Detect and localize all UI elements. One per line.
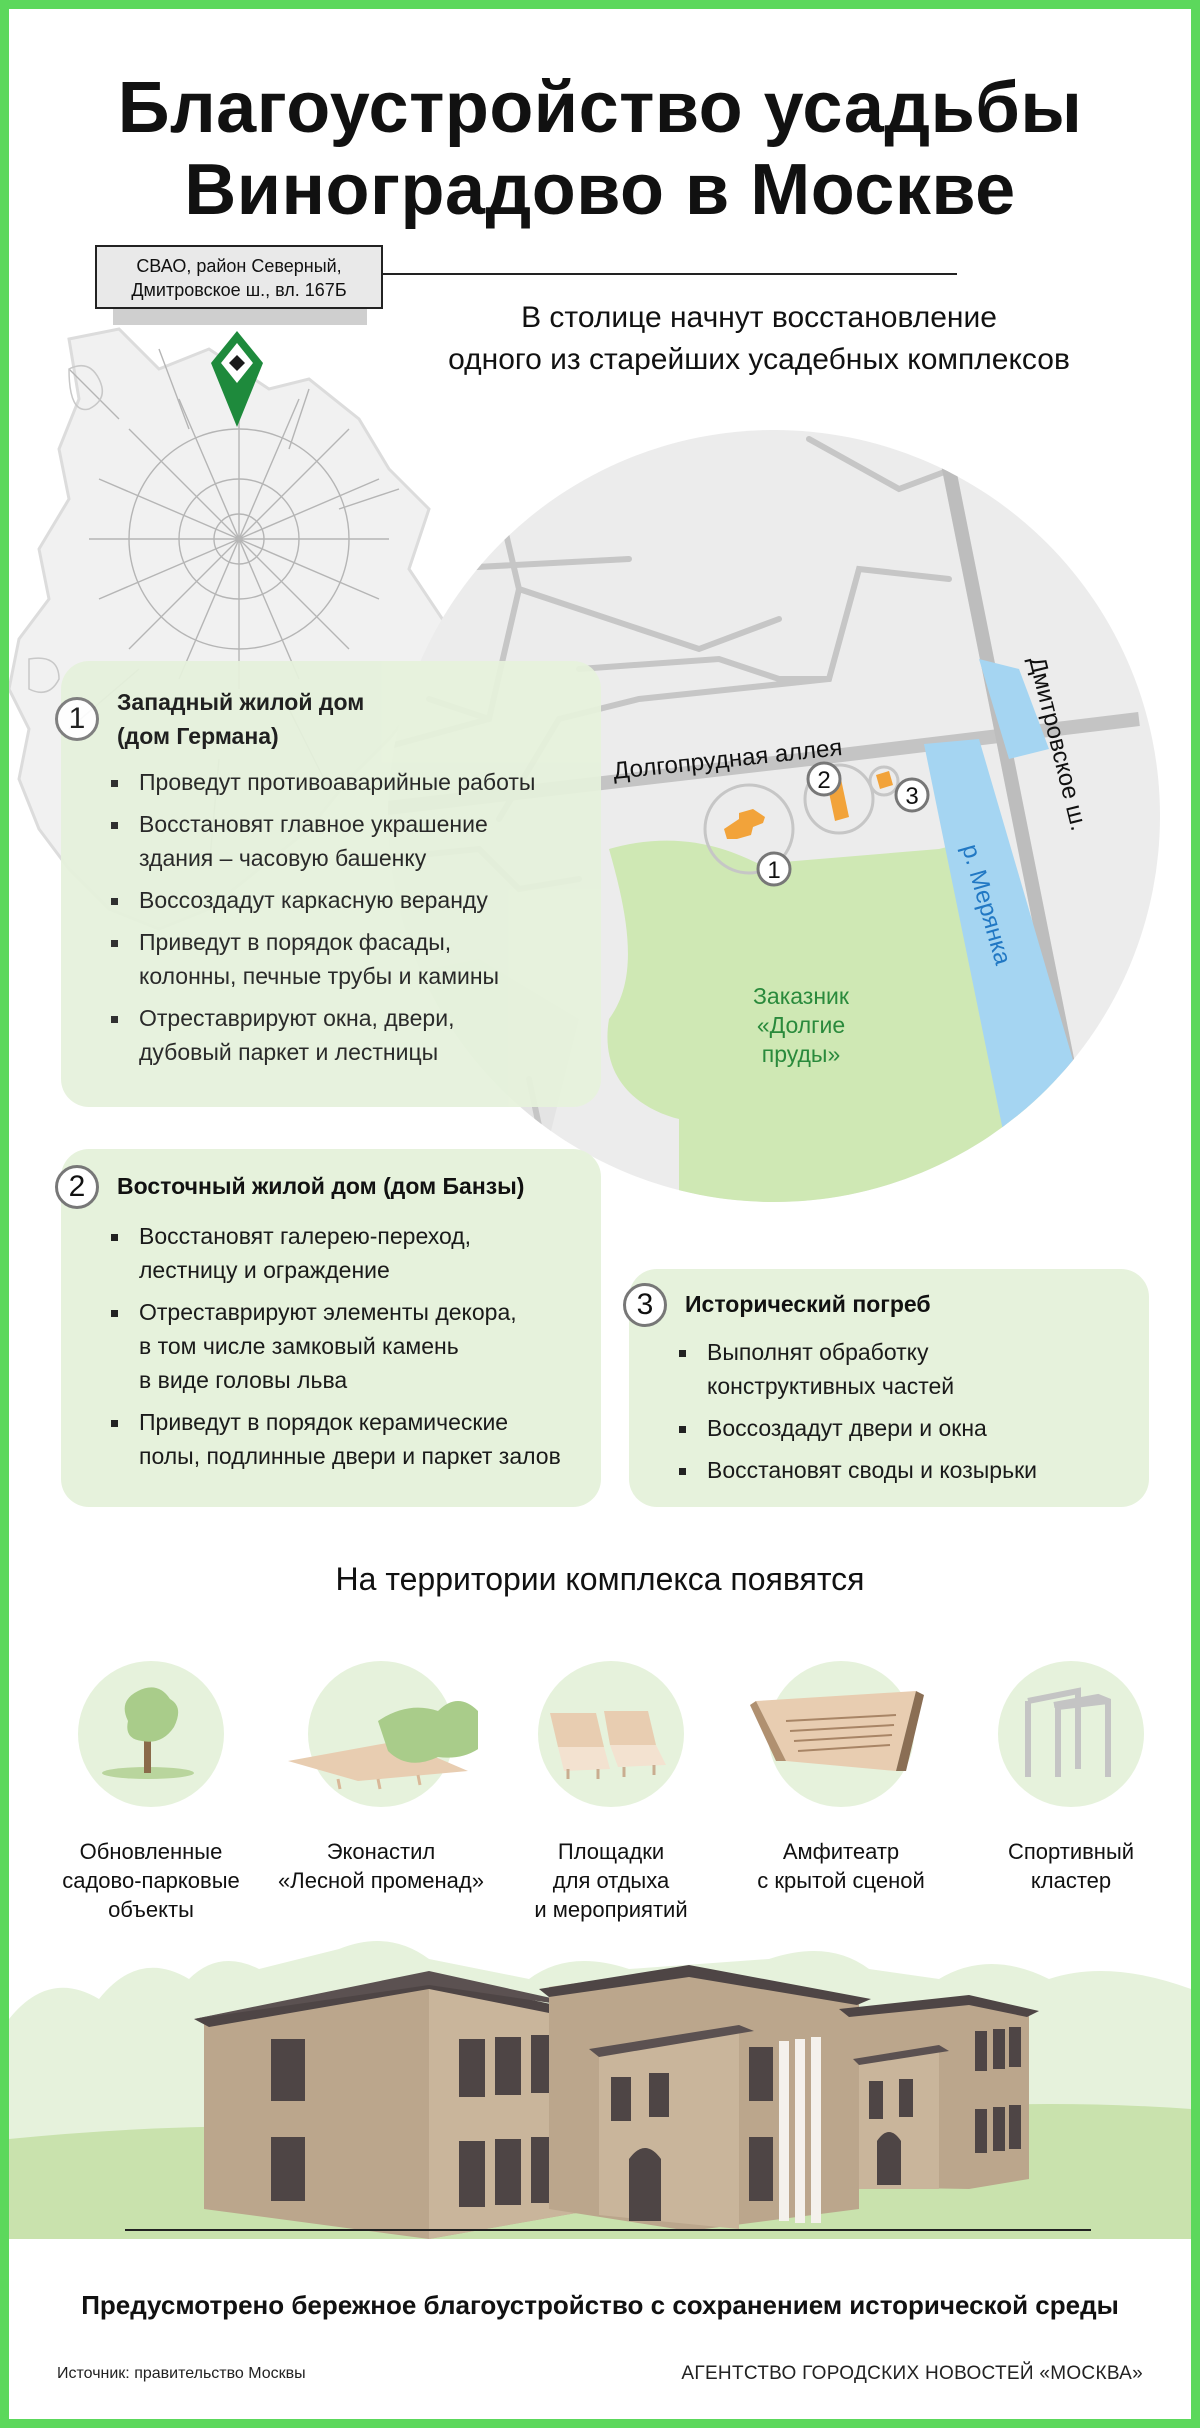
card-2-title: Восточный жилой дом (дом Банзы) — [117, 1173, 525, 1199]
feature-rest-areas: Площадки для отдыха и мероприятий — [496, 1661, 726, 1924]
reserve-label-line-2: «Долгие — [757, 1012, 845, 1038]
title-line-1: Благоустройство усадьбы — [117, 68, 1083, 148]
feature-sports: Спортивный кластер — [956, 1661, 1186, 1895]
boardwalk-icon — [288, 1661, 478, 1807]
card-3-item: Восстановят своды и козырьки — [675, 1453, 1135, 1487]
address-line-2: Дмитровское ш., вл. 167Б — [131, 280, 347, 300]
feature-rest-areas-label: Площадки для отдыха и мероприятий — [534, 1839, 688, 1922]
address-label: СВАО, район Северный, Дмитровское ш., вл… — [95, 245, 383, 309]
location-pin-icon — [211, 331, 263, 427]
feature-boardwalk-label: Эконастил «Лесной променад» — [278, 1839, 484, 1893]
card-2-list: Восстановят галерею-переход,лестницу и о… — [107, 1219, 597, 1481]
title-line-2: Виноградово в Москве — [184, 150, 1016, 230]
card-1-title-line-2: (дом Германа) — [117, 723, 279, 749]
card-1-item: Отреставрируют окна, двери,дубовый парке… — [107, 1001, 577, 1069]
feature-amphitheater: Амфитеатр с крытой сценой — [726, 1661, 956, 1895]
card-1-item: Воссоздадут каркасную веранду — [107, 883, 577, 917]
features-heading: На территории комплекса появятся — [335, 1561, 865, 1597]
subtitle-line-2: одного из старейших усадебных комплексов — [448, 343, 1070, 376]
loungers-icon — [538, 1661, 684, 1807]
card-1-list: Проведут противоаварийные работы Восстан… — [107, 765, 577, 1077]
address-box-shadow — [113, 309, 367, 325]
reserve-label-line-3: пруды» — [762, 1041, 840, 1067]
source-note: Источник: правительство Москвы — [57, 2365, 306, 2382]
reserve-label: Заказник «Долгие пруды» — [753, 983, 850, 1067]
footer-statement: Предусмотрено бережное благоустройство с… — [81, 2290, 1119, 2320]
card-2-item: Отреставрируют элементы декора,в том чис… — [107, 1295, 597, 1397]
sports-frame-icon — [998, 1661, 1144, 1807]
feature-sports-label: Спортивный кластер — [1007, 1839, 1135, 1893]
card-1-item: Проведут противоаварийные работы — [107, 765, 577, 799]
card-3-title: Исторический погреб — [685, 1291, 931, 1317]
subtitle: В столице начнут восстановление одного и… — [389, 297, 1129, 381]
card-1-number: 1 — [55, 697, 99, 741]
map-marker-2-label: 2 — [817, 767, 830, 794]
card-cellar: 3 Исторический погреб Выполнят обработку… — [623, 1269, 1149, 1507]
map-marker-1-label: 1 — [767, 857, 780, 884]
feature-boardwalk: Эконастил «Лесной променад» — [266, 1661, 496, 1895]
map-marker-3: 3 — [894, 777, 930, 813]
subtitle-line-1: В столице начнут восстановление — [521, 301, 997, 334]
reserve-label-line-1: Заказник — [753, 983, 850, 1009]
address-divider — [383, 273, 957, 275]
map-marker-3-label: 3 — [905, 783, 918, 810]
tree-icon — [78, 1661, 224, 1807]
card-1-item: Приведут в порядок фасады,колонны, печны… — [107, 925, 577, 993]
map-marker-1: 1 — [756, 851, 792, 887]
feature-garden: Обновленные садово-парковые объекты — [36, 1661, 266, 1924]
card-1-title-line-1: Западный жилой дом — [117, 689, 365, 715]
feature-amphitheater-label: Амфитеатр с крытой сценой — [757, 1839, 925, 1893]
card-3-number: 3 — [623, 1283, 667, 1327]
card-3-item: Воссоздадут двери и окна — [675, 1411, 1135, 1445]
agency-credit: АГЕНТСТВО ГОРОДСКИХ НОВОСТЕЙ «МОСКВА» — [681, 2363, 1143, 2384]
card-east-house: 2 Восточный жилой дом (дом Банзы) Восста… — [55, 1149, 601, 1507]
card-1-title: Западный жилой дом (дом Германа) — [117, 685, 364, 753]
feature-garden-label: Обновленные садово-парковые объекты — [62, 1839, 240, 1922]
page-title: Благоустройство усадьбы Виноградово в Мо… — [9, 67, 1191, 231]
address-line-1: СВАО, район Северный, — [136, 256, 342, 276]
map-marker-2: 2 — [806, 761, 842, 797]
card-2-item: Восстановят галерею-переход,лестницу и о… — [107, 1219, 597, 1287]
amphitheater-icon — [750, 1661, 924, 1807]
card-west-house: 1 Западный жилой дом (дом Германа) Прове… — [55, 661, 601, 1107]
estate-buildings-illustration — [9, 1941, 1191, 2239]
card-2-number: 2 — [55, 1165, 99, 1209]
footer-divider — [125, 2229, 1091, 2231]
